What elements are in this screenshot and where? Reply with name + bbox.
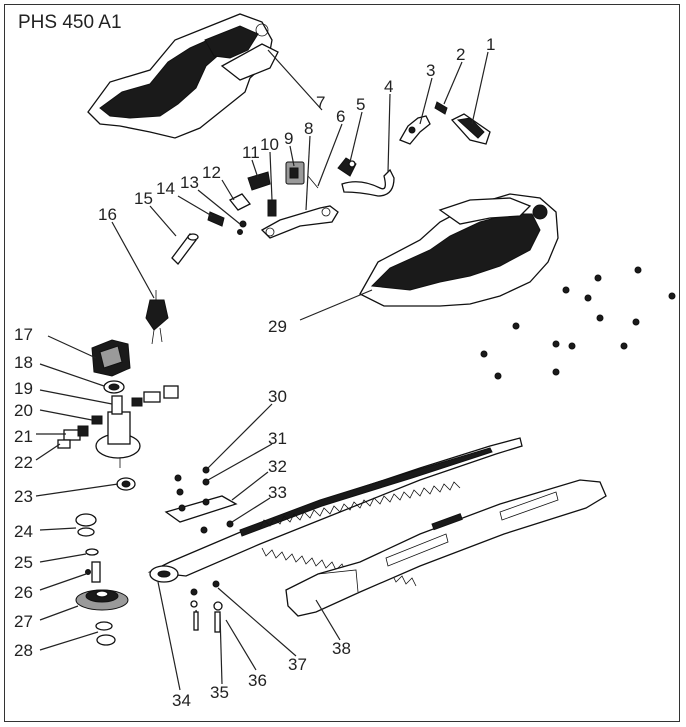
part-label-9: 9	[284, 129, 293, 148]
part-label-1: 1	[486, 35, 495, 54]
part-13-screw	[237, 220, 247, 235]
part-label-25: 25	[14, 553, 33, 572]
part-22-brush-holder	[57, 439, 71, 449]
part-label-7: 7	[316, 93, 325, 112]
part-label-17: 17	[14, 325, 33, 344]
part-label-20: 20	[14, 401, 33, 420]
part-label-27: 27	[14, 612, 33, 631]
part-21-brush-holder	[63, 425, 89, 441]
part-37-washer	[212, 580, 220, 588]
hedge-blade	[147, 437, 523, 587]
part-35-bolt	[190, 588, 199, 631]
part-36-bolt	[213, 601, 223, 633]
part-9-microswitch	[285, 161, 305, 185]
screw-set	[480, 266, 676, 380]
part-label-29: 29	[268, 317, 287, 336]
part-label-3: 3	[426, 61, 435, 80]
part-26-pin	[85, 561, 101, 583]
part-label-14: 14	[156, 179, 175, 198]
part-31-washer	[174, 474, 210, 496]
part-label-15: 15	[134, 189, 153, 208]
part-label-8: 8	[304, 119, 313, 138]
part-label-36: 36	[248, 671, 267, 690]
part-38-blade-guard	[285, 479, 607, 617]
part-labels: 1 2 3 4 5 6 7 8 9 10 11 12 13 14 15 16 1…	[14, 35, 495, 710]
brush-parts	[131, 385, 179, 407]
part-27-gear	[75, 589, 129, 611]
part-label-2: 2	[456, 45, 465, 64]
part-14-spring	[207, 211, 225, 227]
part-label-37: 37	[288, 655, 307, 674]
part-label-23: 23	[14, 487, 33, 506]
part-label-35: 35	[210, 683, 229, 702]
part-5-lock	[337, 157, 357, 177]
part-11-spring	[247, 171, 271, 191]
part-label-19: 19	[14, 379, 33, 398]
part-label-18: 18	[14, 353, 33, 372]
part-label-24: 24	[14, 522, 33, 541]
part-16-plug	[145, 290, 169, 345]
part-label-28: 28	[14, 641, 33, 660]
part-1-switch-lever	[450, 113, 491, 145]
diagram-frame	[4, 4, 680, 722]
part-label-22: 22	[14, 453, 33, 472]
part-32-blade-clamp	[164, 495, 238, 523]
part-label-12: 12	[202, 163, 221, 182]
part-30-nut	[202, 466, 210, 474]
part-17-motor-stator	[91, 339, 131, 377]
part-label-5: 5	[356, 95, 365, 114]
part-label-32: 32	[268, 457, 287, 476]
part-23-bearing	[116, 477, 136, 491]
part-28-bearing	[95, 621, 116, 646]
part-label-16: 16	[98, 205, 117, 224]
part-10-spring	[267, 199, 277, 217]
part-label-13: 13	[180, 173, 199, 192]
part-8-lever-bar	[260, 205, 339, 239]
part-label-38: 38	[332, 639, 351, 658]
part-label-11: 11	[242, 143, 260, 162]
part-20-brush	[91, 415, 103, 425]
part-label-21: 21	[14, 427, 33, 446]
part-2-spring	[434, 101, 448, 115]
part-label-31: 31	[268, 429, 287, 448]
part-19-armature	[95, 395, 141, 468]
part-24-bearing	[75, 513, 97, 537]
part-3-trigger	[399, 115, 431, 145]
part-12-block	[228, 193, 252, 211]
part-4-rod	[341, 168, 395, 197]
part-label-10: 10	[260, 135, 279, 154]
part-label-26: 26	[14, 583, 33, 602]
lower-housing-part	[359, 193, 559, 307]
part-15-cable-sleeve	[171, 233, 199, 265]
leader-lines	[35, 49, 489, 691]
part-label-6: 6	[336, 107, 345, 126]
part-33-screw	[200, 520, 234, 534]
part-18-bearing	[103, 380, 125, 394]
part-25-washer	[85, 548, 99, 556]
part-label-30: 30	[268, 387, 287, 406]
part-label-34: 34	[172, 691, 191, 710]
part-label-4: 4	[384, 77, 393, 96]
model-title: PHS 450 A1	[18, 12, 122, 33]
upper-housing-part	[87, 13, 279, 139]
part-label-33: 33	[268, 483, 287, 502]
